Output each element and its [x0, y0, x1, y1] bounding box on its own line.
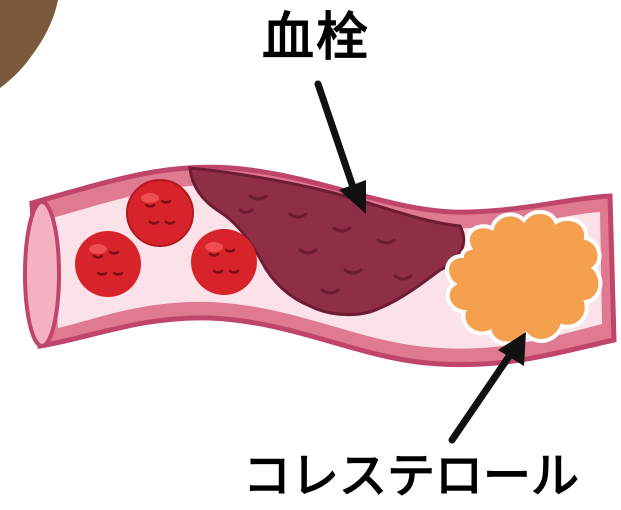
red-blood-cell-left [75, 231, 141, 297]
vessel-opening [25, 202, 59, 346]
red-blood-cell-right [191, 229, 257, 295]
cholesterol-label: コレステロール [243, 452, 579, 500]
corner-blob [0, 0, 58, 88]
thrombus-label: 血栓 [262, 12, 370, 64]
cholesterol-blob [447, 212, 600, 344]
red-blood-cell-top [127, 180, 193, 246]
